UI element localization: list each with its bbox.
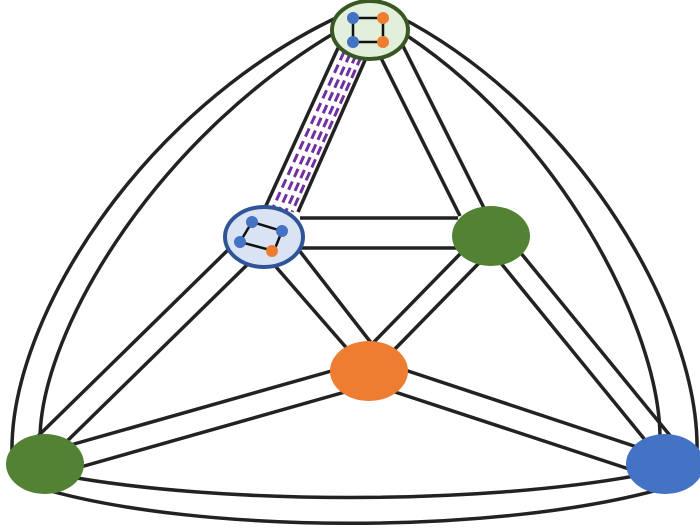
edge-innerright-bottomright-a	[498, 260, 652, 448]
node-top[interactable]	[330, 0, 410, 61]
dashed-link-2	[277, 53, 352, 212]
node-bottom-right[interactable]	[626, 434, 700, 494]
node-bottom-left[interactable]	[6, 434, 84, 494]
edge-bottomleft-bottomright-b	[59, 473, 641, 500]
dashed-link-4	[290, 56, 363, 213]
edge-center-bottomleft-b	[69, 390, 346, 472]
edge-innerleft-bottomleft-b	[56, 260, 252, 452]
dashed-link-bundle	[262, 47, 368, 213]
node-inner-right[interactable]	[452, 206, 530, 266]
edge-innerleft-bottomleft-a	[32, 244, 234, 442]
edge-top-innerleft-border-a	[262, 47, 340, 211]
edge-top-innerleft-border-b	[296, 57, 368, 213]
top-subgraph-icon	[347, 12, 389, 48]
edge-top-bottomright-b	[391, 24, 662, 439]
edge-top-bottomleft-b	[38, 22, 351, 441]
edge-center-bottomleft-a	[59, 368, 336, 450]
edge-top-bottomleft-a	[10, 14, 341, 453]
edge-top-innerright-b	[398, 39, 487, 211]
node-center[interactable]	[330, 341, 408, 401]
dashed-link-3	[284, 54, 358, 212]
outer-edges	[10, 14, 699, 525]
dashed-link-1	[270, 51, 346, 211]
edge-center-bottomright-a	[404, 368, 641, 450]
edge-innerleft-center-b	[293, 243, 374, 346]
edge-center-bottomright-b	[394, 390, 633, 472]
edge-bottomleft-bottomright-a	[39, 486, 666, 525]
inner-edges	[32, 39, 674, 472]
edge-innerleft-center-a	[268, 258, 352, 354]
inner-left-subgraph-icon	[234, 216, 288, 257]
node-inner-left[interactable]	[223, 205, 305, 269]
edge-top-innerright-a	[376, 51, 462, 217]
edge-innerright-center-b	[390, 260, 482, 354]
edge-innerright-center-a	[370, 252, 462, 346]
edge-innerright-bottomright-b	[518, 250, 674, 440]
edge-top-bottomright-a	[397, 14, 699, 453]
